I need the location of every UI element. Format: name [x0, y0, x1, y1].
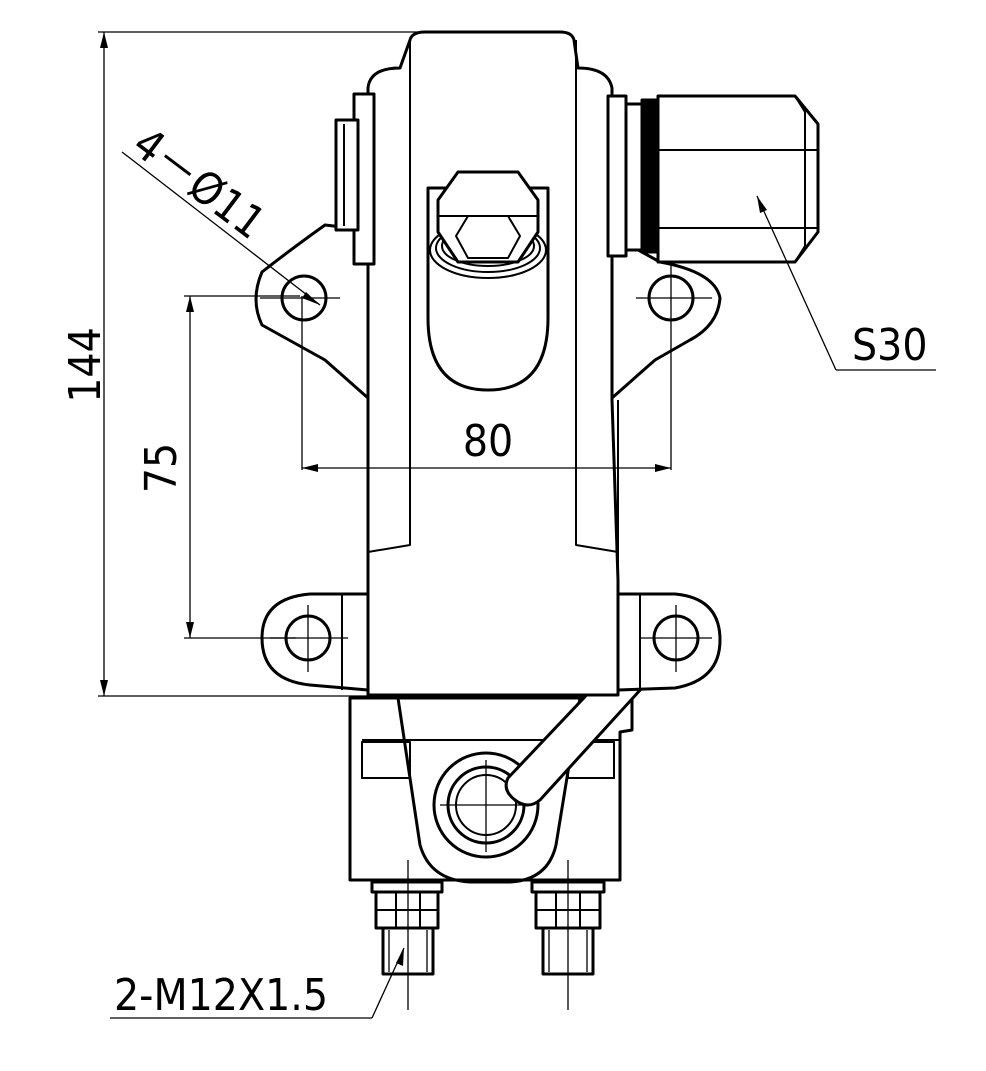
- dimension-hole-vertical: [184, 295, 300, 639]
- right-hex-fitting: [606, 94, 820, 264]
- left-side-port: [334, 92, 376, 266]
- dimension-75-label: 75: [136, 443, 187, 493]
- leader-ports: [110, 947, 405, 1019]
- upper-right-flange: [610, 238, 722, 400]
- lower-left-flange: [260, 592, 370, 692]
- holes-label: 4－Ø11: [123, 118, 274, 249]
- dimension-hole-horizontal: [302, 464, 671, 472]
- dimension-overall-height: [98, 31, 425, 697]
- dimension-144-label: 144: [60, 327, 111, 403]
- lower-right-flange: [616, 592, 722, 692]
- dimension-80-label: 80: [463, 416, 513, 467]
- hex-size-label: S30: [852, 320, 928, 371]
- center-plug-hex: [436, 170, 540, 264]
- upper-left-flange: [254, 223, 370, 400]
- main-body: [366, 30, 620, 697]
- leader-holes: [121, 151, 321, 306]
- port-fitting-left: [370, 880, 444, 976]
- centre-lines: [260, 262, 712, 1010]
- ports-label: 2-M12X1.5: [114, 970, 328, 1021]
- leader-hex-size: [756, 195, 936, 371]
